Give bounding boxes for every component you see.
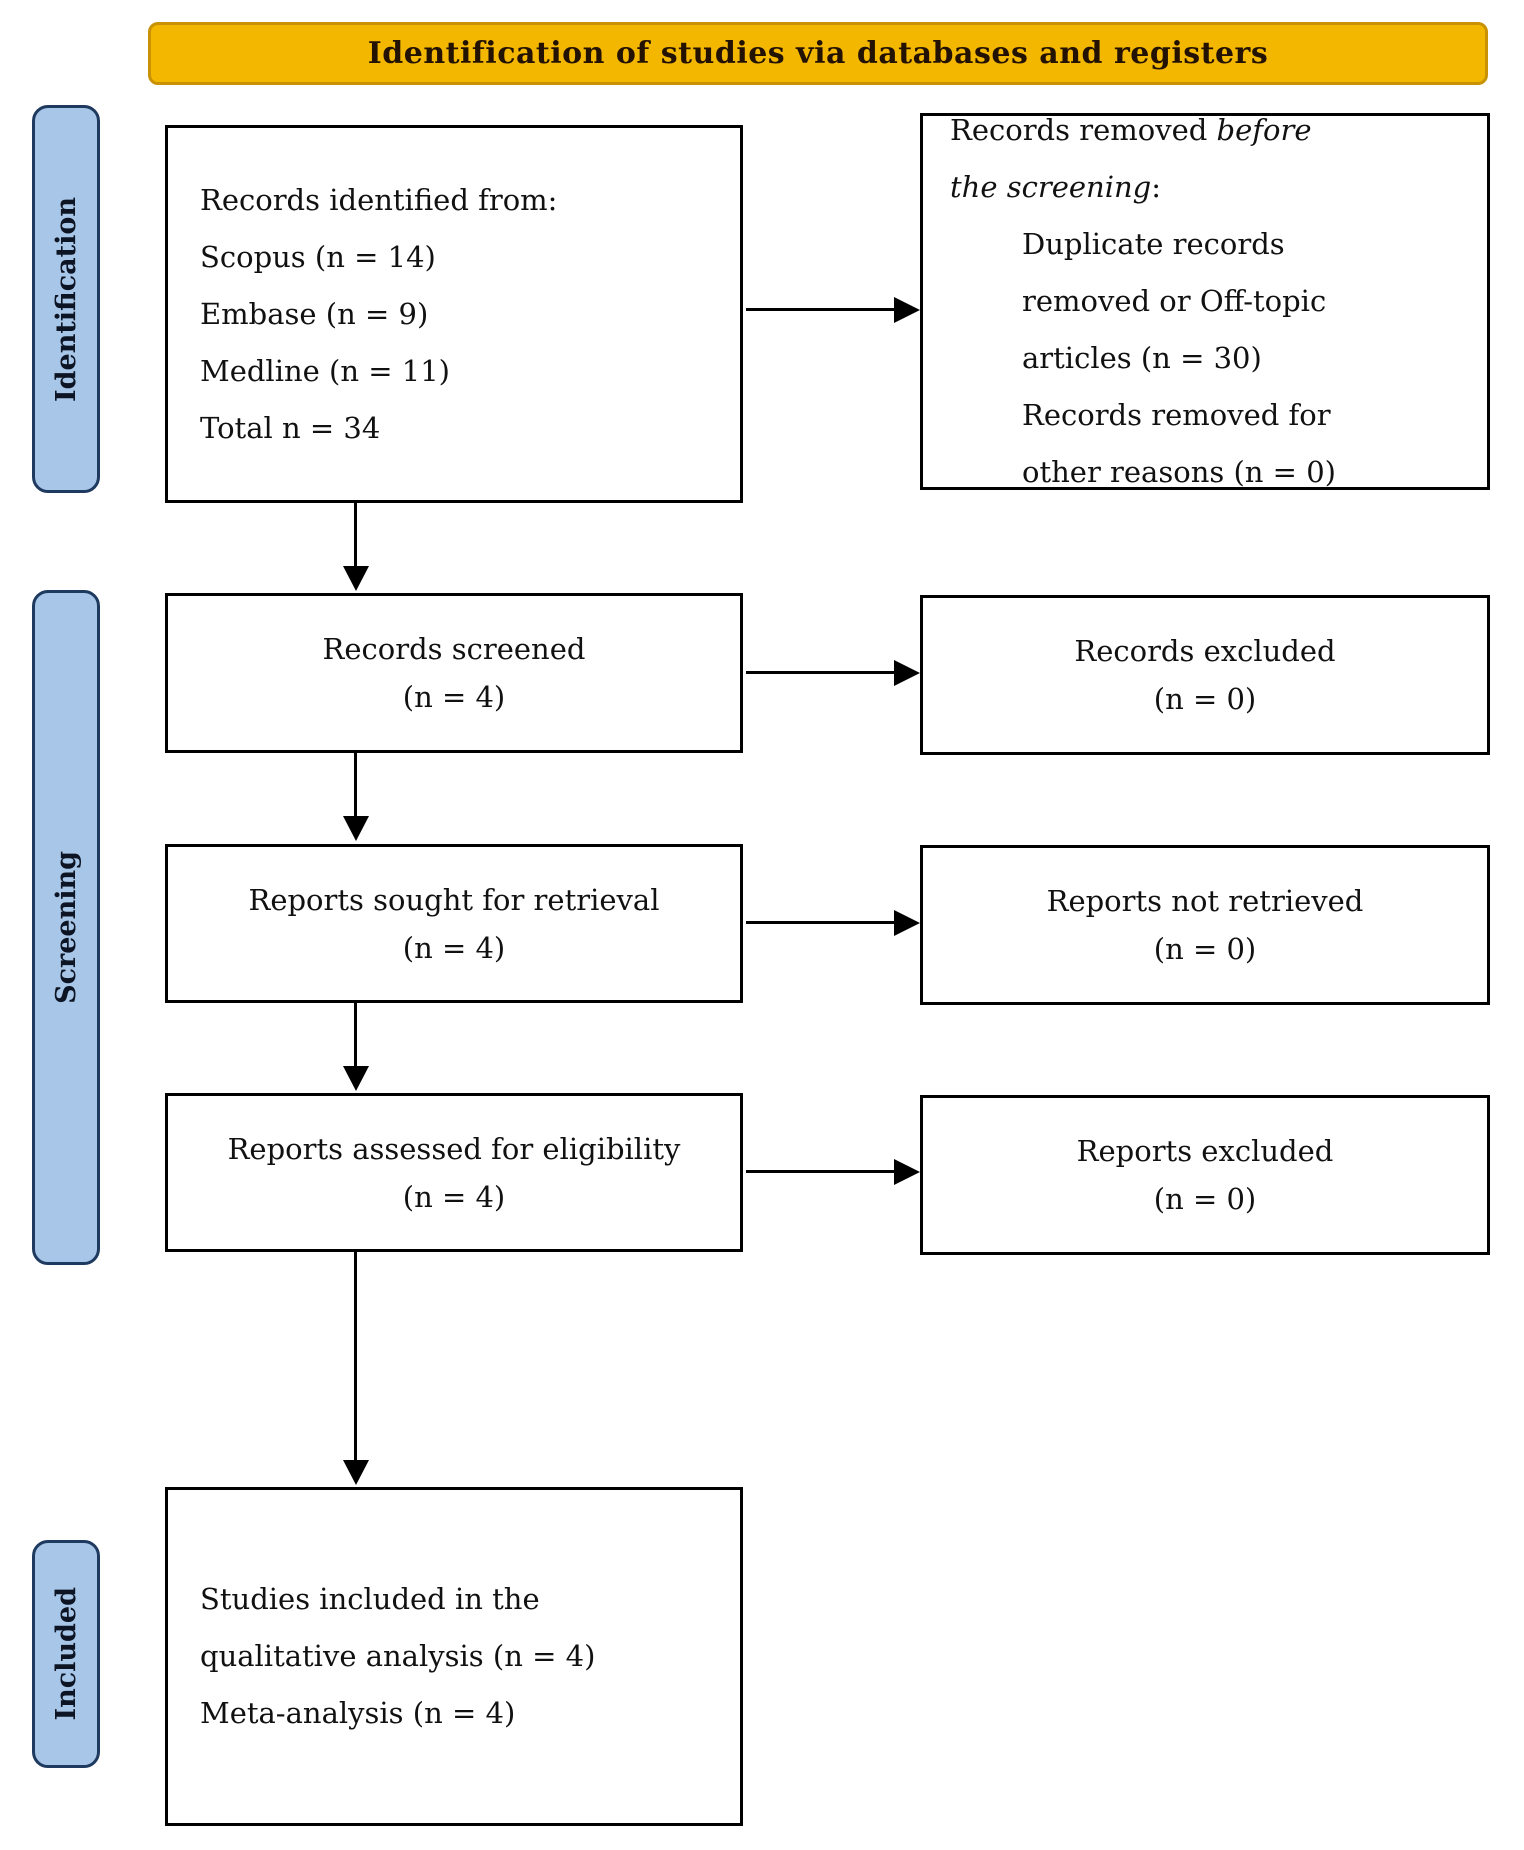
- records-identified-line: Records identified from:: [200, 182, 558, 217]
- arrowhead-down-icon: [343, 816, 369, 841]
- arrowhead-right-icon: [894, 910, 920, 936]
- records-removed-item: Duplicate records removed or Off-topic a…: [1022, 227, 1327, 375]
- reports-excluded-count: (n = 0): [1153, 1182, 1257, 1216]
- arrowhead-down-icon: [343, 1066, 369, 1091]
- records-identified-line: Medline (n = 11): [200, 353, 450, 388]
- records-excluded-title: Records excluded: [1074, 634, 1336, 668]
- header-title: Identification of studies via databases …: [367, 36, 1269, 71]
- reports-sought-count: (n = 4): [402, 930, 506, 965]
- box-reports-excluded: Reports excluded (n = 0): [920, 1095, 1490, 1255]
- arrowhead-right-icon: [894, 297, 920, 323]
- box-records-excluded: Records excluded (n = 0): [920, 595, 1490, 755]
- records-screened-count: (n = 4): [402, 680, 506, 714]
- reports-not-retrieved-title: Reports not retrieved: [1046, 884, 1364, 918]
- reports-assessed-count: (n = 4): [402, 1179, 506, 1214]
- arrow-line: [354, 753, 357, 818]
- arrow-line: [354, 1003, 357, 1068]
- reports-excluded-title: Reports excluded: [1076, 1134, 1334, 1168]
- studies-included-line: Meta-analysis (n = 4): [200, 1696, 516, 1730]
- stage-label-included: Included: [50, 1587, 82, 1721]
- records-screened-title: Records screened: [322, 632, 586, 666]
- records-identified-line: Embase (n = 9): [200, 296, 429, 331]
- arrow-line: [746, 308, 896, 311]
- reports-not-retrieved-count: (n = 0): [1153, 932, 1257, 966]
- stage-bar-included: Included: [32, 1540, 100, 1768]
- stage-label-identification: Identification: [50, 196, 82, 402]
- records-identified-line: Total n = 34: [200, 410, 381, 445]
- box-records-removed: Records removed before the screening: Du…: [920, 113, 1490, 490]
- arrowhead-down-icon: [343, 566, 369, 591]
- box-records-screened: Records screened (n = 4): [165, 593, 743, 753]
- reports-assessed-title: Reports assessed for eligibility: [227, 1131, 681, 1166]
- box-reports-sought: Reports sought for retrieval (n = 4): [165, 844, 743, 1003]
- arrow-line: [746, 671, 896, 674]
- arrow-line: [354, 1252, 357, 1462]
- arrow-line: [746, 921, 896, 924]
- arrowhead-right-icon: [894, 1159, 920, 1185]
- studies-included-line: qualitative analysis (n = 4): [200, 1639, 596, 1673]
- records-excluded-count: (n = 0): [1153, 682, 1257, 716]
- records-removed-item: Records removed for other reasons (n = 0…: [1022, 398, 1336, 489]
- records-removed-intro-italic: before the screening: [950, 113, 1312, 204]
- arrow-line: [354, 503, 357, 568]
- records-identified-line: Scopus (n = 14): [200, 239, 436, 274]
- records-removed-intro: Records removed before the screening:: [950, 102, 1350, 216]
- reports-sought-title: Reports sought for retrieval: [248, 882, 660, 917]
- box-studies-included: Studies included in the qualitative anal…: [165, 1487, 743, 1826]
- box-records-identified: Records identified from: Scopus (n = 14)…: [165, 125, 743, 503]
- records-removed-intro-regular: Records removed: [950, 113, 1217, 147]
- arrow-line: [746, 1170, 896, 1173]
- header-banner: Identification of studies via databases …: [148, 22, 1488, 85]
- stage-bar-identification: Identification: [32, 105, 100, 493]
- arrowhead-right-icon: [894, 660, 920, 686]
- stage-label-screening: Screening: [50, 851, 82, 1004]
- stage-bar-screening: Screening: [32, 590, 100, 1265]
- box-reports-not-retrieved: Reports not retrieved (n = 0): [920, 845, 1490, 1005]
- arrowhead-down-icon: [343, 1460, 369, 1485]
- records-removed-intro-suffix: :: [1151, 170, 1161, 204]
- records-removed-items: Duplicate records removed or Off-topic a…: [1022, 216, 1402, 501]
- studies-included-line: Studies included in the: [200, 1582, 540, 1616]
- box-reports-assessed: Reports assessed for eligibility (n = 4): [165, 1093, 743, 1252]
